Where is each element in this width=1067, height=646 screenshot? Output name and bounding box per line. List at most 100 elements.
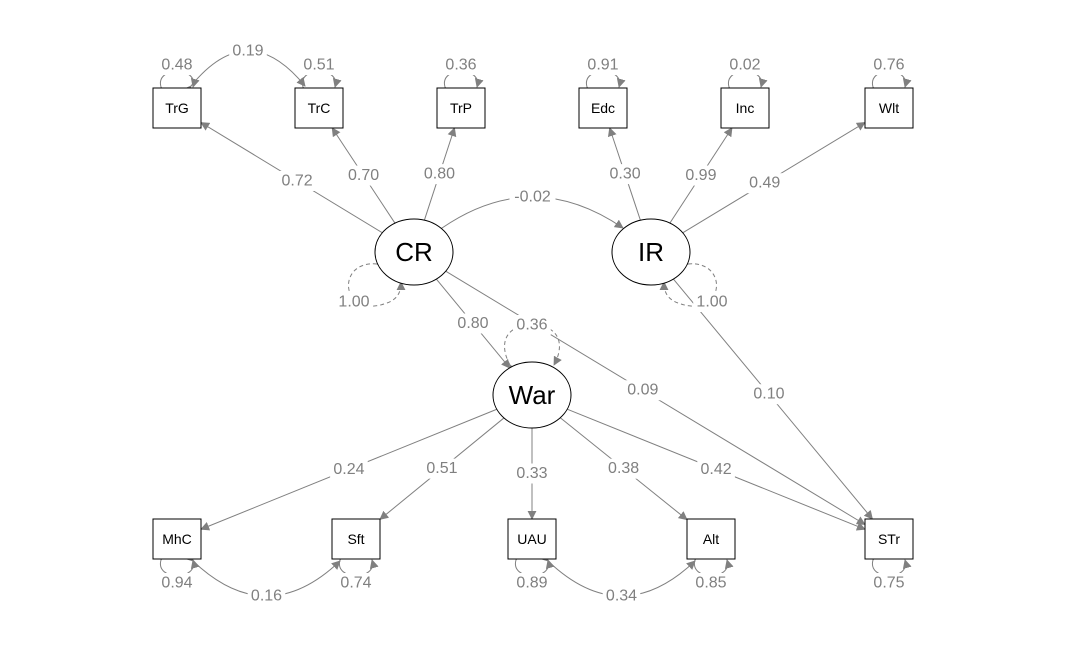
variance-cr bbox=[347, 260, 406, 307]
variance-alt-label-bg bbox=[692, 573, 730, 593]
variance-trp-label-bg bbox=[442, 55, 480, 75]
node-edc: Edc bbox=[578, 87, 628, 129]
variance-war-label: 0.36 bbox=[516, 317, 547, 334]
node-trp: TrP bbox=[436, 87, 486, 129]
variance-uau-label-bg bbox=[513, 573, 551, 593]
node-label: CR bbox=[395, 237, 433, 267]
observed-box bbox=[720, 87, 770, 129]
path-cr-to-trc-label: 0.70 bbox=[348, 167, 379, 184]
path-war-to-sft-label-bg bbox=[423, 458, 461, 479]
path-ir-to-inc-label: 0.99 bbox=[685, 167, 716, 184]
node-inc: Inc bbox=[720, 87, 770, 129]
variance-wlt-label: 0.76 bbox=[873, 57, 904, 74]
variance-edc-label-bg bbox=[584, 55, 622, 75]
path-war-to-sft-label: 0.51 bbox=[426, 460, 457, 477]
variance-trg-label-bg bbox=[158, 55, 196, 75]
node-label: MhC bbox=[162, 531, 192, 547]
node-label: Edc bbox=[591, 100, 615, 116]
path-ir-to-str-label: 0.10 bbox=[753, 386, 784, 403]
covariance-trg-trc-label: 0.19 bbox=[232, 43, 263, 60]
covariance-mhc-sft-label: 0.16 bbox=[251, 588, 282, 605]
observed-box bbox=[864, 87, 914, 129]
covariance-cr-ir-label: -0.02 bbox=[514, 189, 551, 206]
node-sft: Sft bbox=[331, 518, 381, 560]
path-war-to-alt-label: 0.38 bbox=[608, 460, 639, 477]
covariance-mhc-sft-label-bg bbox=[247, 586, 286, 606]
observed-box bbox=[686, 518, 736, 560]
observed-box bbox=[436, 87, 486, 129]
node-ir: IR bbox=[611, 218, 691, 286]
path-cr-to-str-label: 0.09 bbox=[627, 382, 658, 399]
covariance-cr-ir-label-bg bbox=[509, 187, 556, 207]
node-label: Sft bbox=[347, 531, 364, 547]
variance-war-label-bg bbox=[513, 315, 551, 335]
variance-mhc-label: 0.94 bbox=[161, 575, 192, 592]
latent-ellipse bbox=[374, 218, 454, 286]
variance-alt-label: 0.85 bbox=[695, 575, 726, 592]
path-ir-to-wlt-label: 0.49 bbox=[749, 175, 780, 192]
observed-box bbox=[152, 518, 202, 560]
path-war-to-str-label: 0.42 bbox=[701, 461, 732, 478]
covariance-trg-trc-label-bg bbox=[229, 41, 267, 61]
observed-box bbox=[864, 518, 914, 560]
node-trg: TrG bbox=[152, 87, 202, 129]
variance-mhc-label-bg bbox=[158, 573, 196, 593]
path-ir-to-edc-label-bg bbox=[606, 164, 644, 185]
path-cr-to-trp-label-bg bbox=[420, 164, 459, 185]
node-label: TrC bbox=[308, 100, 331, 116]
path-ir-to-str-label-bg bbox=[750, 384, 788, 405]
node-war: War bbox=[492, 361, 572, 429]
path-war-to-uau-label-bg bbox=[513, 463, 551, 484]
node-label: IR bbox=[638, 237, 664, 267]
node-uau: UAU bbox=[507, 518, 557, 560]
observed-box bbox=[578, 87, 628, 129]
node-label: TrG bbox=[165, 100, 189, 116]
variance-sft-label-bg bbox=[337, 573, 375, 593]
path-cr-to-trg-label-bg bbox=[278, 170, 316, 191]
node-cr: CR bbox=[374, 218, 454, 286]
variance-str-label-bg bbox=[870, 573, 908, 593]
node-label: TrP bbox=[450, 100, 472, 116]
variance-trg-label: 0.48 bbox=[161, 57, 192, 74]
variance-cr-label-bg bbox=[335, 292, 373, 312]
observed-box bbox=[294, 87, 344, 129]
node-wlt: Wlt bbox=[864, 87, 914, 129]
path-cr-to-trg-label: 0.72 bbox=[282, 172, 313, 189]
path-war-to-mhc-label-bg bbox=[330, 459, 368, 480]
node-label: Wlt bbox=[879, 100, 899, 116]
variance-trc-label-bg bbox=[300, 55, 338, 75]
node-label: STr bbox=[878, 531, 900, 547]
variance-inc-label: 0.02 bbox=[729, 57, 760, 74]
path-cr-to-war-label-bg bbox=[454, 313, 492, 334]
observed-box bbox=[507, 518, 557, 560]
node-alt: Alt bbox=[686, 518, 736, 560]
path-war-to-str-label-bg bbox=[697, 459, 735, 480]
covariance-uau-alt-label: 0.34 bbox=[606, 588, 637, 605]
path-war-to-mhc-label: 0.24 bbox=[333, 461, 364, 478]
latent-ellipse bbox=[492, 361, 572, 429]
node-str: STr bbox=[864, 518, 914, 560]
observed-box bbox=[152, 87, 202, 129]
path-war-to-alt-label-bg bbox=[604, 458, 643, 479]
path-cr-to-str-label-bg bbox=[623, 380, 662, 401]
variance-wlt-label-bg bbox=[870, 55, 908, 75]
variance-trp-label: 0.36 bbox=[445, 57, 476, 74]
node-mhc: MhC bbox=[152, 518, 202, 560]
variance-ir-label: 1.00 bbox=[696, 294, 727, 311]
covariance-uau-alt-label-bg bbox=[602, 586, 641, 606]
variance-str-label: 0.75 bbox=[873, 575, 904, 592]
variance-cr-label: 1.00 bbox=[338, 294, 369, 311]
path-ir-to-inc-label-bg bbox=[682, 165, 720, 186]
node-label: Alt bbox=[703, 531, 719, 547]
node-label: UAU bbox=[517, 531, 547, 547]
path-ir-to-wlt-label-bg bbox=[745, 173, 784, 194]
variance-trc-label: 0.51 bbox=[303, 57, 334, 74]
path-cr-to-trp-label: 0.80 bbox=[424, 166, 455, 183]
variance-edc-label: 0.91 bbox=[587, 57, 618, 74]
path-ir-to-edc-label: 0.30 bbox=[609, 166, 640, 183]
node-label: War bbox=[509, 380, 556, 410]
variance-ir bbox=[659, 260, 718, 307]
